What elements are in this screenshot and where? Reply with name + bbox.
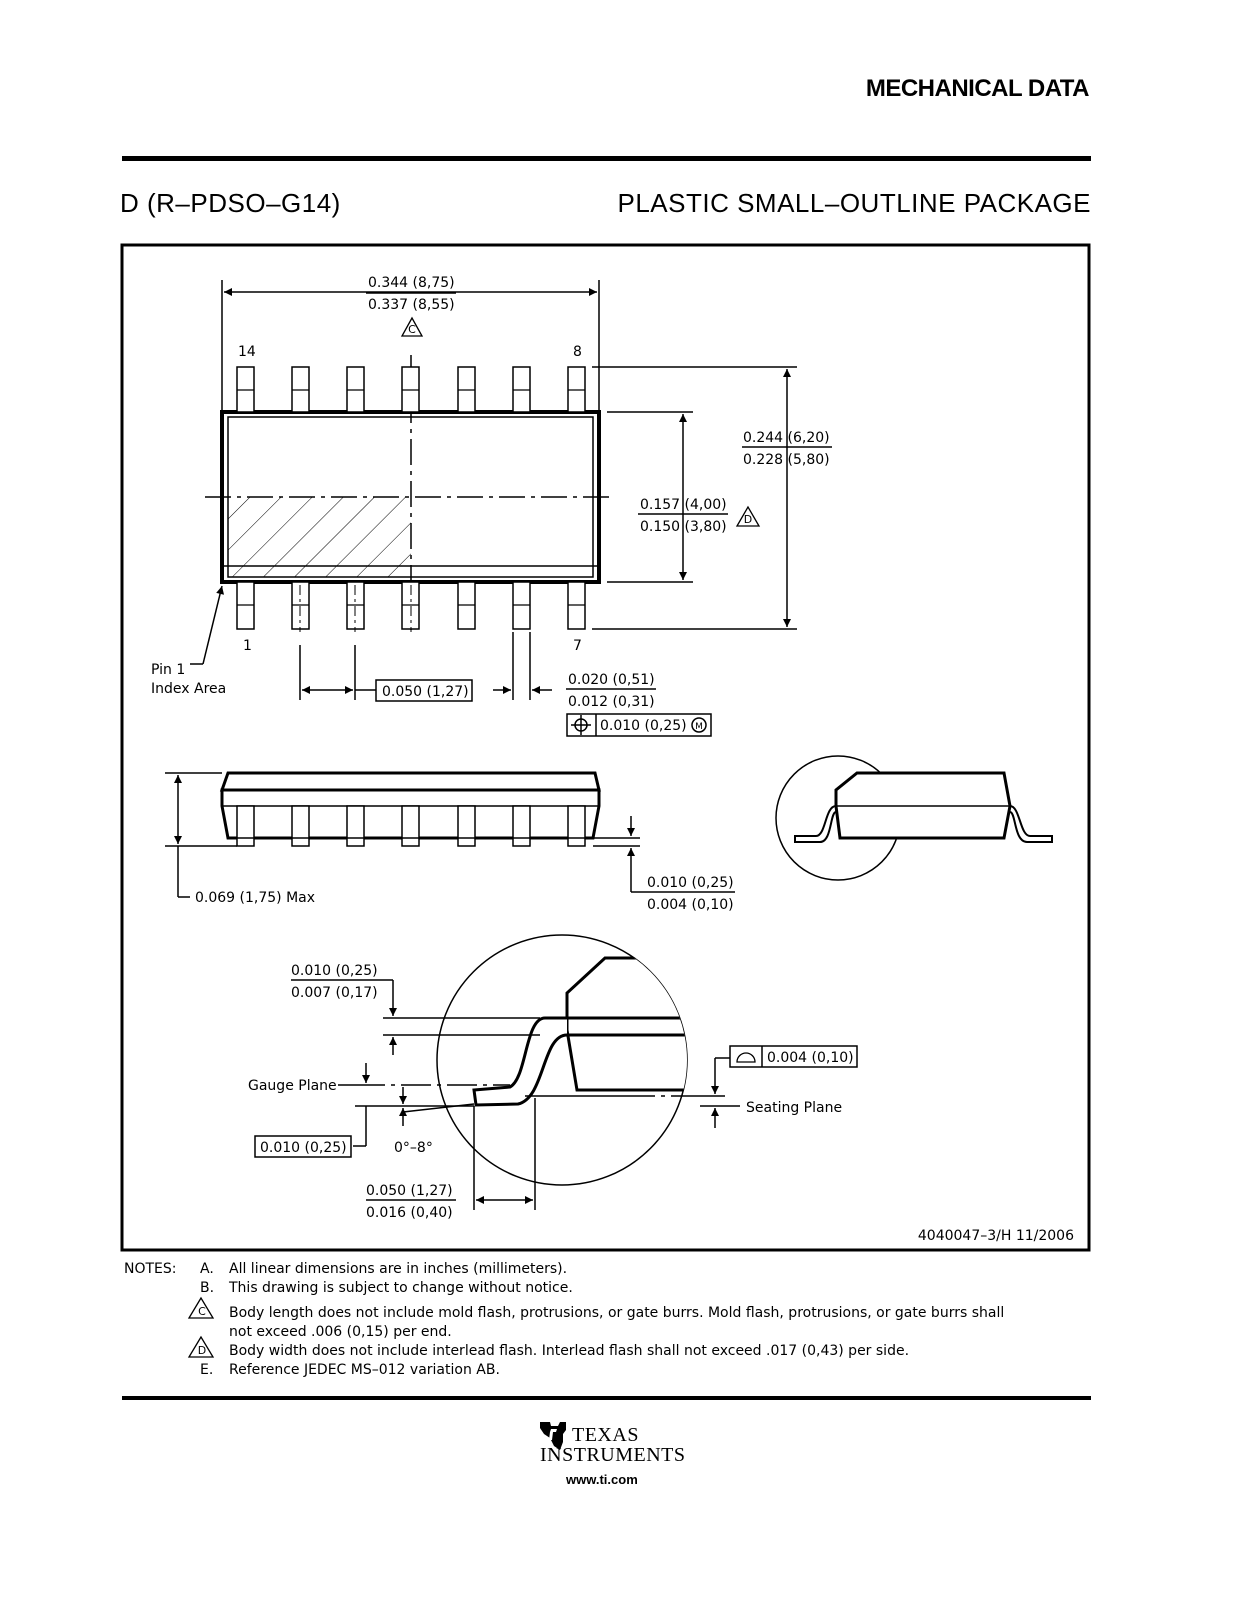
note-a-text: All linear dimensions are in inches (mil… — [229, 1261, 568, 1277]
foot-length-max: 0.050 (1,27) — [366, 1183, 453, 1199]
drawing-frame — [120, 243, 1091, 1252]
note-e-marker: E. — [200, 1362, 214, 1378]
note-a-marker: A. — [200, 1261, 214, 1277]
pitch-value: 0.050 (1,27) — [382, 684, 469, 700]
ti-logo-line1: TEXAS — [572, 1424, 639, 1446]
end-view — [775, 755, 1053, 881]
pin-14-label: 14 — [238, 344, 256, 360]
gauge-offset-value: 0.010 (0,25) — [260, 1140, 347, 1156]
lead-thickness-min: 0.007 (0,17) — [291, 985, 378, 1001]
position-tolerance: 0.010 (0,25) — [600, 718, 687, 734]
section-heading: MECHANICAL DATA — [865, 75, 1090, 102]
side-view — [165, 771, 735, 898]
foot-length-min: 0.016 (0,40) — [366, 1205, 453, 1221]
body-width-max: 0.157 (4,00) — [640, 497, 727, 513]
ti-logo-icon — [540, 1422, 566, 1450]
package-name: PLASTIC SMALL–OUTLINE PACKAGE — [617, 188, 1091, 218]
note-b-text: This drawing is subject to change withou… — [229, 1280, 573, 1296]
ti-logo: TEXAS INSTRUMENTS — [536, 1420, 686, 1470]
body-width-min: 0.150 (3,80) — [640, 519, 727, 535]
pin-8-label: 8 — [573, 344, 582, 360]
standoff-min: 0.004 (0,10) — [647, 897, 734, 913]
total-width-min: 0.228 (5,80) — [743, 452, 830, 468]
length-max: 0.344 (8,75) — [368, 275, 455, 291]
angle-value: 0°–8° — [394, 1140, 433, 1156]
gauge-plane-label: Gauge Plane — [248, 1078, 337, 1094]
footer-rule — [122, 1396, 1091, 1400]
note-c-text-cont: not exceed .006 (0,15) per end. — [229, 1324, 452, 1340]
pin-1-label: 1 — [243, 638, 252, 654]
standoff-max: 0.010 (0,25) — [647, 875, 734, 891]
ti-url[interactable]: www.ti.com — [566, 1472, 638, 1487]
note-d-text: Body width does not include interlead fl… — [229, 1343, 910, 1359]
pin-7-label: 7 — [573, 638, 582, 654]
package-code: D (R–PDSO–G14) — [120, 188, 341, 218]
note-c-text: Body length does not include mold flash,… — [229, 1305, 1005, 1321]
note-c-flag: C — [408, 323, 416, 336]
coplanarity-value: 0.004 (0,10) — [767, 1050, 854, 1066]
lead-width-max: 0.020 (0,51) — [568, 672, 655, 688]
note-b-marker: B. — [200, 1280, 215, 1296]
pin1-label-line2: Index Area — [151, 681, 226, 697]
note-d-marker: D — [198, 1344, 206, 1357]
total-width-max: 0.244 (6,20) — [743, 430, 830, 446]
note-e-text: Reference JEDEC MS–012 variation AB. — [229, 1362, 500, 1378]
pin1-label-line1: Pin 1 — [151, 662, 185, 678]
drawing-id: 4040047–3/H 11/2006 — [918, 1228, 1074, 1244]
mmc-symbol: M — [695, 722, 703, 732]
height-max: 0.069 (1,75) Max — [195, 890, 315, 906]
seating-plane-label: Seating Plane — [746, 1100, 842, 1116]
note-c-marker: C — [198, 1305, 206, 1318]
header-rule — [122, 156, 1091, 161]
top-view — [190, 280, 832, 737]
lead-thickness-max: 0.010 (0,25) — [291, 963, 378, 979]
note-d-flag: D — [744, 513, 752, 526]
length-min: 0.337 (8,55) — [368, 297, 455, 313]
lead-width-min: 0.012 (0,31) — [568, 694, 655, 710]
ti-logo-line2: INSTRUMENTS — [540, 1444, 686, 1466]
notes-label: NOTES: — [124, 1261, 177, 1277]
